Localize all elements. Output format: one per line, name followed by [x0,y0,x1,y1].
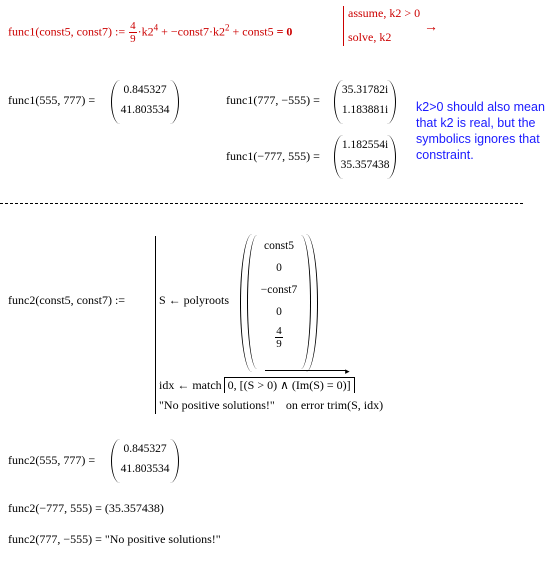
vectorize-bar [264,370,346,371]
equals-zero: = 0 [276,24,293,39]
fraction: 4 9 [129,20,137,45]
term3: + const5 [229,24,274,39]
func1-lhs: func1(const5, const7) [8,24,112,39]
func1-eval-2[interactable]: func1(777, −555) = [226,93,320,107]
func2-eval-2[interactable]: func2(−777, 555) = (35.357438) [8,501,164,515]
result-vector-4: 0.845327 41.803534 [111,439,179,483]
fraction-numerator: 4 [129,20,137,33]
keyword-solve[interactable]: solve, k2 [348,30,392,44]
symbolic-arrow: → [424,20,438,35]
result-vector-1: 0.845327 41.803534 [111,80,179,124]
match-prefix: idx ← match [159,378,222,392]
match-args: 0, [(S > 0) ∧ (Im(S) = 0)] ▸ [223,366,355,393]
assign-operator: := [114,24,126,39]
program-bar [155,236,156,414]
vector-value: 35.357438 [340,159,390,171]
term2: + −const7·k2 [158,24,225,39]
on-error-clause: on error trim(S, idx) [285,398,384,412]
result-vector-2: 35.31782i 1.183881i [334,80,396,124]
vector-value: 1.183881i [341,104,389,116]
keyword-assume[interactable]: assume, k2 > 0 [348,6,421,20]
func1-definition[interactable]: func1(const5, const7) := 4 9 ·k24 + −con… [8,20,292,45]
term1: ·k2 [137,24,154,39]
coefficient: −const7 [260,284,298,296]
region-separator [0,203,523,204]
term1-exponent: 4 [153,22,159,33]
vectorize-arrowhead: ▸ [345,366,350,376]
match-line[interactable]: idx ← match 0, [(S > 0) ∧ (Im(S) = 0)] ▸ [159,366,355,393]
vector-value: 41.803534 [120,104,170,116]
coefficient: 0 [276,262,282,274]
func2-lhs[interactable]: func2(const5, const7) := [8,293,126,307]
on-error-line[interactable]: "No positive solutions!" on error trim(S… [159,398,383,413]
annotation-note[interactable]: k2>0 should also mean that k2 is real, b… [416,100,545,162]
coefficient: 0 [276,306,282,318]
vector-value: 0.845327 [123,84,167,96]
match-args-text: 0, [(S > 0) ∧ (Im(S) = 0)] [227,378,351,392]
keyword-bar [343,6,344,46]
vector-value: 35.31782i [341,84,389,96]
result-vector-3: 1.182554i 35.357438 [334,135,396,179]
func1-eval-1[interactable]: func1(555, 777) = [8,93,96,107]
fraction-numerator: 4 [275,325,283,338]
fraction-denominator: 9 [276,338,282,350]
func2-eval-1[interactable]: func2(555, 777) = [8,453,96,467]
vector-value: 41.803534 [120,463,170,475]
vector-value: 0.845327 [123,443,167,455]
fraction-denominator: 9 [130,33,136,45]
func2-eval-3[interactable]: func2(777, −555) = "No positive solution… [8,532,221,546]
error-message: "No positive solutions!" [159,398,275,412]
polyroots-line[interactable]: S ← polyroots [159,293,230,307]
coefficient: const5 [263,240,295,252]
vector-value: 1.182554i [341,139,389,151]
func1-eval-3[interactable]: func1(−777, 555) = [226,149,320,163]
term2-exponent: 2 [224,22,230,33]
